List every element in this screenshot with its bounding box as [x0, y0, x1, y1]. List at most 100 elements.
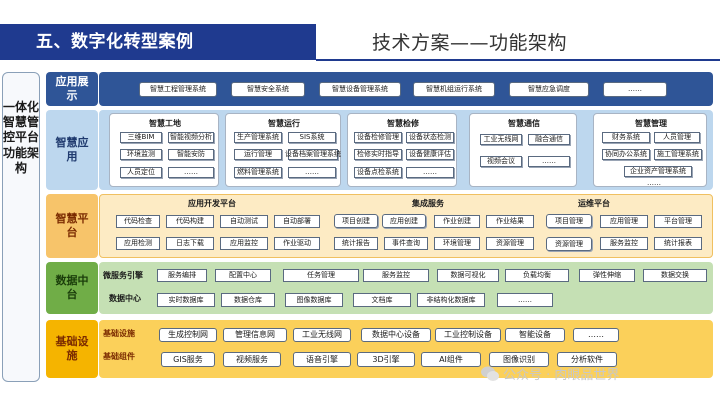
group-title: 集成服务: [412, 199, 444, 208]
smart-app-group: 智慧管理 财务系统 人员管理 协同办公系统 施工管理系统 企业资产管理系统 ……: [593, 113, 707, 187]
layer-label-smart-app: 智慧应用: [46, 110, 98, 190]
wechat-icon: [481, 366, 499, 381]
platform-item[interactable]: 作业驱动: [274, 237, 320, 250]
data-center-item[interactable]: 实时数据库: [157, 293, 215, 307]
platform-item[interactable]: 代码构建: [166, 215, 214, 228]
infrastructure-item[interactable]: 3D引擎: [357, 352, 415, 367]
data-center-item[interactable]: 数据可视化: [437, 269, 499, 282]
smart-app-item[interactable]: 设备状态检测: [406, 132, 454, 143]
infrastructure-item[interactable]: 管理信息网: [223, 328, 287, 342]
platform-item[interactable]: 项目管理: [546, 214, 592, 228]
platform-item[interactable]: 作业创建: [434, 215, 480, 228]
smart-app-item[interactable]: 设备健康评估: [406, 149, 454, 160]
platform-item[interactable]: 事件查询: [384, 237, 428, 250]
smart-app-item[interactable]: 智能视频分析: [168, 132, 214, 143]
app-display-item[interactable]: 智慧安全系统: [231, 82, 305, 97]
smart-app-item[interactable]: 设备检修管理: [354, 132, 402, 143]
smart-app-item[interactable]: 人员定位: [120, 167, 162, 178]
infrastructure-item[interactable]: 图像识别: [489, 352, 549, 367]
smart-app-item[interactable]: ……: [288, 167, 336, 178]
smart-app-item[interactable]: ……: [647, 178, 661, 187]
infrastructure-item[interactable]: 生成控制网: [159, 328, 217, 342]
platform-item[interactable]: 环境管理: [434, 237, 480, 250]
side-label: 一体化智慧管控平台功能架构: [2, 100, 39, 175]
infrastructure-item[interactable]: GIS服务: [161, 352, 215, 367]
row-label: 微服务引擎: [103, 271, 143, 280]
platform-item[interactable]: 自动部署: [274, 215, 320, 228]
smart-app-item[interactable]: 视频会议: [480, 156, 522, 167]
smart-app-item[interactable]: 智能安防: [168, 149, 214, 160]
app-display-item[interactable]: 智慧应急调度: [509, 82, 589, 97]
data-center-item[interactable]: 数据交换: [643, 269, 707, 282]
smart-app-item[interactable]: 融合通信: [528, 134, 570, 145]
platform-item[interactable]: 统计报告: [334, 237, 378, 250]
layer-band-smart-platform: 应用开发平台 集成服务 运维平台 代码检查 代码构建 自动测试 自动部署 应用检…: [99, 194, 713, 258]
smart-app-item[interactable]: ……: [528, 156, 570, 167]
platform-item[interactable]: 自动测试: [220, 215, 268, 228]
row-label: 数据中心: [109, 294, 141, 303]
smart-app-item[interactable]: 财务系统: [602, 132, 650, 143]
smart-app-item[interactable]: 工业无线网: [480, 134, 522, 145]
app-display-item[interactable]: 智慧设备管理系统: [319, 82, 401, 97]
platform-item[interactable]: 资源管理: [486, 237, 534, 250]
infrastructure-item[interactable]: 智能设备: [505, 328, 565, 342]
data-center-item[interactable]: 非结构化数据库: [417, 293, 485, 307]
data-center-item[interactable]: 弹性伸缩: [579, 269, 635, 282]
group-title: 运维平台: [578, 199, 610, 208]
data-center-item[interactable]: 数据仓库: [221, 293, 275, 307]
smart-app-item[interactable]: ……: [168, 167, 214, 178]
smart-app-item[interactable]: 设备档案管理系统: [285, 149, 341, 160]
infrastructure-item[interactable]: 工业控制设备: [435, 328, 501, 342]
platform-item[interactable]: 项目创建: [334, 214, 378, 228]
page-subtitle: 技术方案——功能架构: [372, 32, 568, 54]
infrastructure-item[interactable]: 分析软件: [557, 352, 617, 367]
app-display-item[interactable]: 智慧机组运行系统: [413, 82, 495, 97]
data-center-item[interactable]: 配置中心: [215, 269, 271, 282]
smart-app-item[interactable]: 环境监测: [120, 149, 162, 160]
platform-item[interactable]: 服务监控: [600, 237, 648, 250]
side-panel: [2, 72, 40, 382]
smart-app-item[interactable]: 协同办公系统: [602, 149, 650, 160]
infrastructure-item[interactable]: 语音引擎: [293, 352, 351, 367]
platform-item[interactable]: 应用创建: [382, 214, 426, 228]
platform-item[interactable]: 应用管理: [600, 215, 648, 228]
smart-app-item[interactable]: 企业资产管理系统: [624, 166, 692, 177]
smart-app-item[interactable]: SIS系统: [288, 132, 336, 143]
smart-app-item[interactable]: 生产管理系统: [234, 132, 282, 143]
smart-app-item[interactable]: 运行管理: [234, 149, 282, 160]
platform-item[interactable]: 日志下载: [166, 237, 214, 250]
data-center-item[interactable]: 文档库: [353, 293, 411, 307]
layer-label-app-display: 应用展示: [46, 72, 98, 106]
data-center-item[interactable]: 服务编排: [157, 269, 207, 282]
smart-app-item[interactable]: 施工管理系统: [654, 149, 702, 160]
platform-item[interactable]: 资源管理: [546, 237, 592, 251]
app-display-item[interactable]: ……: [603, 82, 667, 97]
data-center-item[interactable]: 图像数据库: [285, 293, 343, 307]
data-center-item[interactable]: 负载均衡: [505, 269, 569, 282]
group-title: 智慧运行: [268, 119, 300, 128]
data-center-item[interactable]: 服务监控: [363, 269, 429, 282]
smart-app-item[interactable]: 人员管理: [654, 132, 700, 143]
platform-item[interactable]: 应用检测: [116, 237, 160, 250]
smart-app-item[interactable]: 燃料管理系统: [234, 167, 282, 178]
infrastructure-item[interactable]: 视频服务: [223, 352, 281, 367]
data-center-item[interactable]: 任务管理: [283, 269, 359, 282]
app-display-item[interactable]: 智慧工程管理系统: [139, 82, 217, 97]
smart-app-item[interactable]: ……: [406, 167, 454, 178]
infrastructure-item[interactable]: ……: [573, 328, 619, 342]
smart-app-item[interactable]: 检修实时指导: [354, 149, 402, 160]
infrastructure-item[interactable]: 数据中心设备: [361, 328, 431, 342]
smart-app-item[interactable]: 三维BIM: [120, 132, 162, 143]
infrastructure-item[interactable]: 工业无线网: [293, 328, 351, 342]
platform-item[interactable]: 统计报表: [654, 237, 702, 250]
smart-app-group: 智慧运行 生产管理系统 SIS系统 运行管理 设备档案管理系统 燃料管理系统 ……: [225, 113, 341, 187]
platform-item[interactable]: 代码检查: [116, 215, 160, 228]
platform-item[interactable]: 作业结果: [486, 215, 534, 228]
platform-item[interactable]: 应用监控: [220, 237, 268, 250]
infrastructure-item[interactable]: AI组件: [421, 352, 481, 367]
layer-label-infrastructure: 基础设施: [46, 320, 98, 378]
smart-app-item[interactable]: 设备点检系统: [354, 167, 402, 178]
watermark-text: 公众号 · 肉眼品世界: [503, 368, 620, 383]
data-center-item[interactable]: ……: [497, 293, 553, 307]
platform-item[interactable]: 平台管理: [654, 215, 702, 228]
